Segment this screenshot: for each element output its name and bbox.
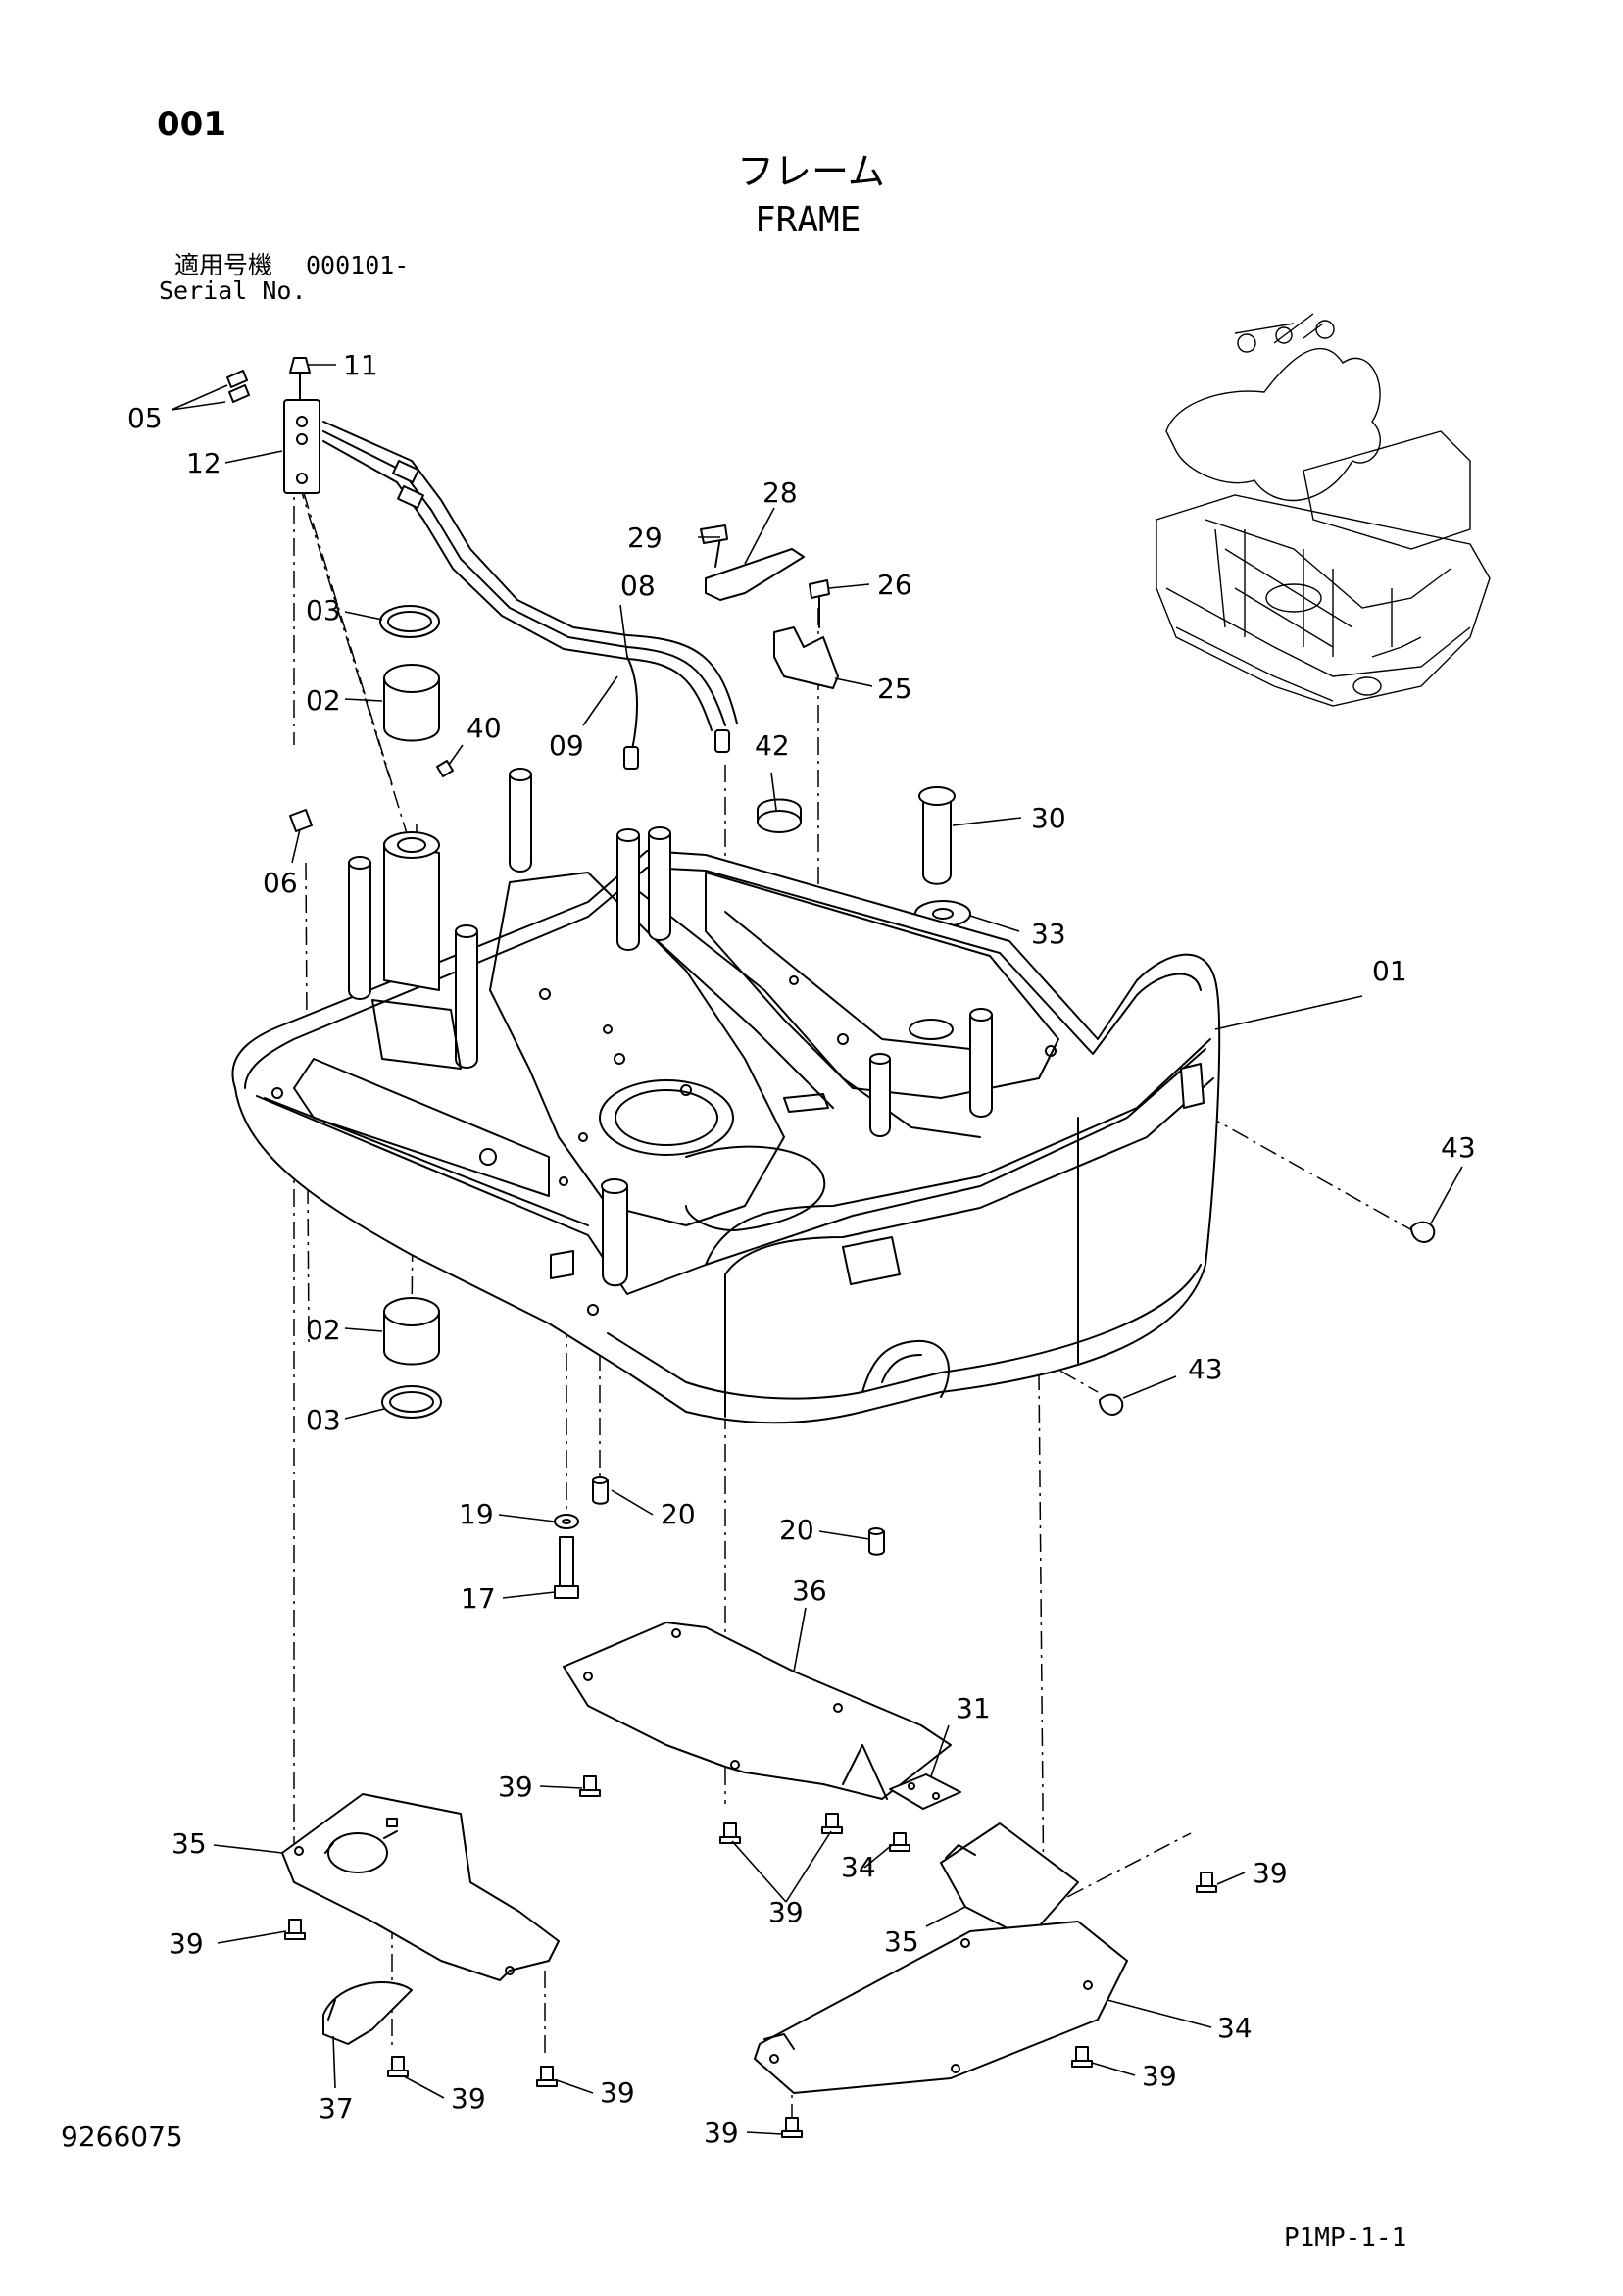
drawing-number: 9266075 [61,2121,183,2153]
bolts-39 [284,1775,1217,2138]
callout-39-g: 39 [1142,2060,1177,2092]
callout-26: 29 [627,522,663,554]
callout-31: 33 [1031,918,1066,950]
plug-42 [757,798,802,833]
callout-35: 35 [884,1925,919,1958]
bushing-upper [379,605,440,742]
callout-22: 25 [877,673,912,705]
serial-range: 000101- [306,251,410,279]
pin-20-left [592,1479,609,1505]
cap-43-right [1410,1221,1436,1243]
stopper-28 [918,786,956,885]
callout-39-d: 39 [600,2076,635,2109]
cover-37 [322,1981,413,2045]
callout-42: 42 [755,729,790,762]
callout-08: 08 [620,570,656,602]
cover-35 [940,1822,1079,1930]
callout-02-lower: 02 [306,1314,341,1346]
callout-33: 35 [172,1827,207,1860]
cover-33 [281,1793,560,1981]
callout-30: 34 [841,1851,876,1883]
callout-labels: 11 05 12 03 02 40 06 08 09 29 28 26 25 4… [127,349,1476,2149]
callout-40: 40 [467,712,502,744]
callout-06: 06 [263,867,298,899]
callout-28: 30 [1031,802,1066,834]
callout-leaders [171,364,1463,2135]
callout-39-e: 39 [768,1896,804,1928]
title-english: FRAME [755,200,861,240]
callout-17: 17 [461,1582,496,1615]
main-frame-01 [231,768,1221,1424]
callout-29: 31 [956,1692,991,1724]
cover-34 [754,1921,1128,2094]
applicable-label-jp: 適用号機 [174,251,273,279]
callout-05: 05 [127,402,163,434]
page-reference: P1MP-1-1 [1284,2223,1407,2253]
cap-43-front [1099,1393,1124,1416]
callout-39-a: 39 [498,1771,533,1803]
callout-03-upper: 03 [306,594,341,626]
title-japanese: フレーム [737,150,885,193]
hose-assembly [226,357,738,770]
callout-34: 34 [1217,2012,1253,2044]
bolt-17 [554,1536,579,1599]
callout-02-upper: 02 [306,684,341,717]
callout-23: 26 [877,569,912,601]
page-code: 001 [157,105,226,144]
callout-03-lower: 03 [306,1404,341,1436]
callout-39-h: 39 [704,2117,739,2149]
plate-29 [889,1773,961,1810]
serial-label: Serial No. [159,276,307,305]
callout-09: 09 [549,729,584,762]
callout-39-c: 39 [451,2082,486,2115]
bracket-25 [705,548,805,601]
callout-39-b: 39 [169,1927,204,1960]
cover-36 [563,1622,952,1800]
pin-20-right [868,1530,885,1556]
bolt-23 [809,579,830,599]
washer-19 [554,1514,579,1529]
callout-37: 37 [319,2092,354,2124]
callout-43-right: 43 [1441,1131,1476,1164]
callout-12: 12 [186,447,221,479]
inset-overview-illustration [1156,313,1491,707]
grease-fitting-06 [289,809,313,832]
callout-36: 36 [792,1574,827,1607]
callout-20-left: 20 [661,1498,696,1530]
bushing-lower [381,1297,442,1419]
bolt-30 [889,1832,910,1852]
bolt-26 [700,524,728,544]
callout-11: 11 [343,349,378,381]
callout-43-front: 43 [1188,1353,1223,1385]
callout-39-f: 39 [1253,1857,1288,1889]
bracket-22 [773,626,839,689]
callout-01: 01 [1372,955,1407,987]
callout-20-right: 20 [779,1514,814,1546]
callout-25: 28 [762,476,798,509]
callout-19: 19 [459,1498,494,1530]
